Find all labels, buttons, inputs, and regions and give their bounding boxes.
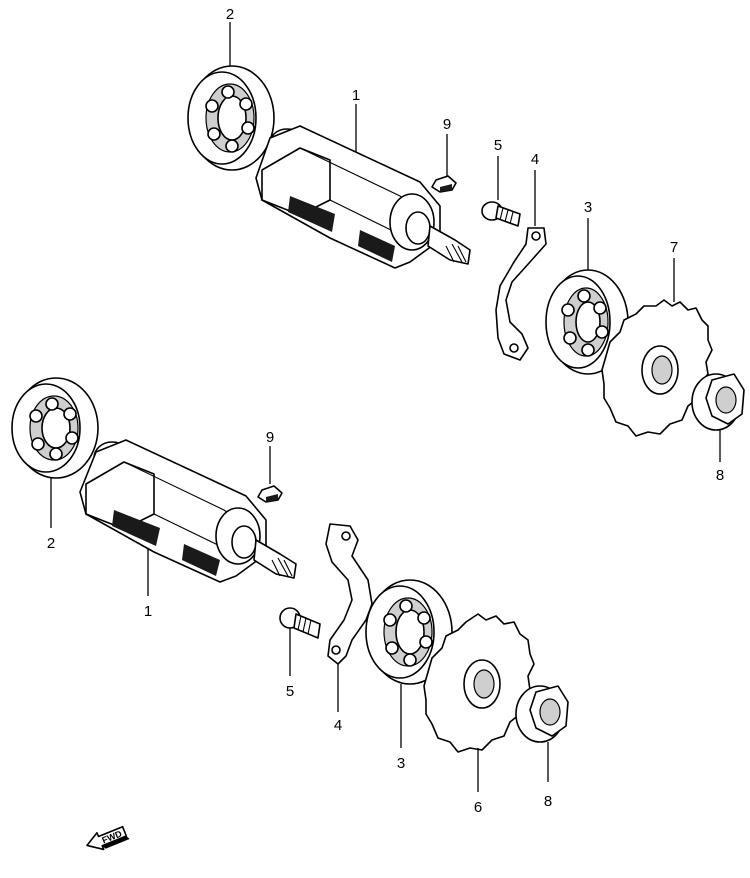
bolt-icon (481, 201, 521, 227)
bolt-icon (279, 607, 321, 639)
callout-upper-key: 9 (443, 116, 451, 133)
callout-upper-bolt: 5 (494, 137, 502, 154)
ball-bearing-icon (187, 65, 275, 171)
callout-lower-key: 9 (266, 429, 274, 446)
balancer-shaft-icon (79, 439, 297, 583)
retainer-plate-icon (325, 523, 373, 665)
callout-lower-bearing-left: 2 (47, 535, 55, 552)
callout-lower-nut: 8 (544, 793, 552, 810)
ball-bearing-icon (11, 377, 99, 479)
callout-upper-balancer-shaft: 1 (352, 87, 360, 104)
sprocket-gear-icon (423, 613, 535, 753)
balancer-shaft-icon (255, 125, 471, 269)
callout-lower-balancer-shaft: 1 (144, 603, 152, 620)
flange-nut-icon (691, 373, 745, 431)
flange-nut-icon (515, 685, 569, 743)
sprocket-gear-icon (601, 299, 713, 437)
callout-upper-nut: 8 (716, 467, 724, 484)
upper-callouts: 2 1 9 5 4 3 7 8 (226, 6, 724, 484)
callout-upper-retainer-plate: 4 (531, 151, 539, 168)
callout-lower-gear: 6 (474, 799, 482, 816)
ball-bearing-icon (545, 269, 629, 375)
callout-lower-retainer-plate: 4 (334, 717, 342, 734)
woodruff-key-icon (431, 175, 457, 193)
ball-bearing-icon (365, 579, 453, 685)
callout-upper-gear: 7 (670, 239, 678, 256)
lower-callouts: 2 1 9 5 4 3 6 8 (47, 429, 552, 816)
retainer-plate-icon (495, 227, 547, 361)
upper-assembly: 2 1 9 5 4 3 7 8 (187, 6, 745, 484)
fwd-arrow-icon: FWD (86, 825, 130, 851)
callout-upper-bearing-right: 3 (584, 199, 592, 216)
callout-lower-bearing-right: 3 (397, 755, 405, 772)
callout-upper-bearing-left: 2 (226, 6, 234, 23)
lower-assembly: 2 1 9 5 4 3 6 8 (11, 377, 569, 816)
woodruff-key-icon (257, 485, 283, 503)
callout-lower-bolt: 5 (286, 683, 294, 700)
